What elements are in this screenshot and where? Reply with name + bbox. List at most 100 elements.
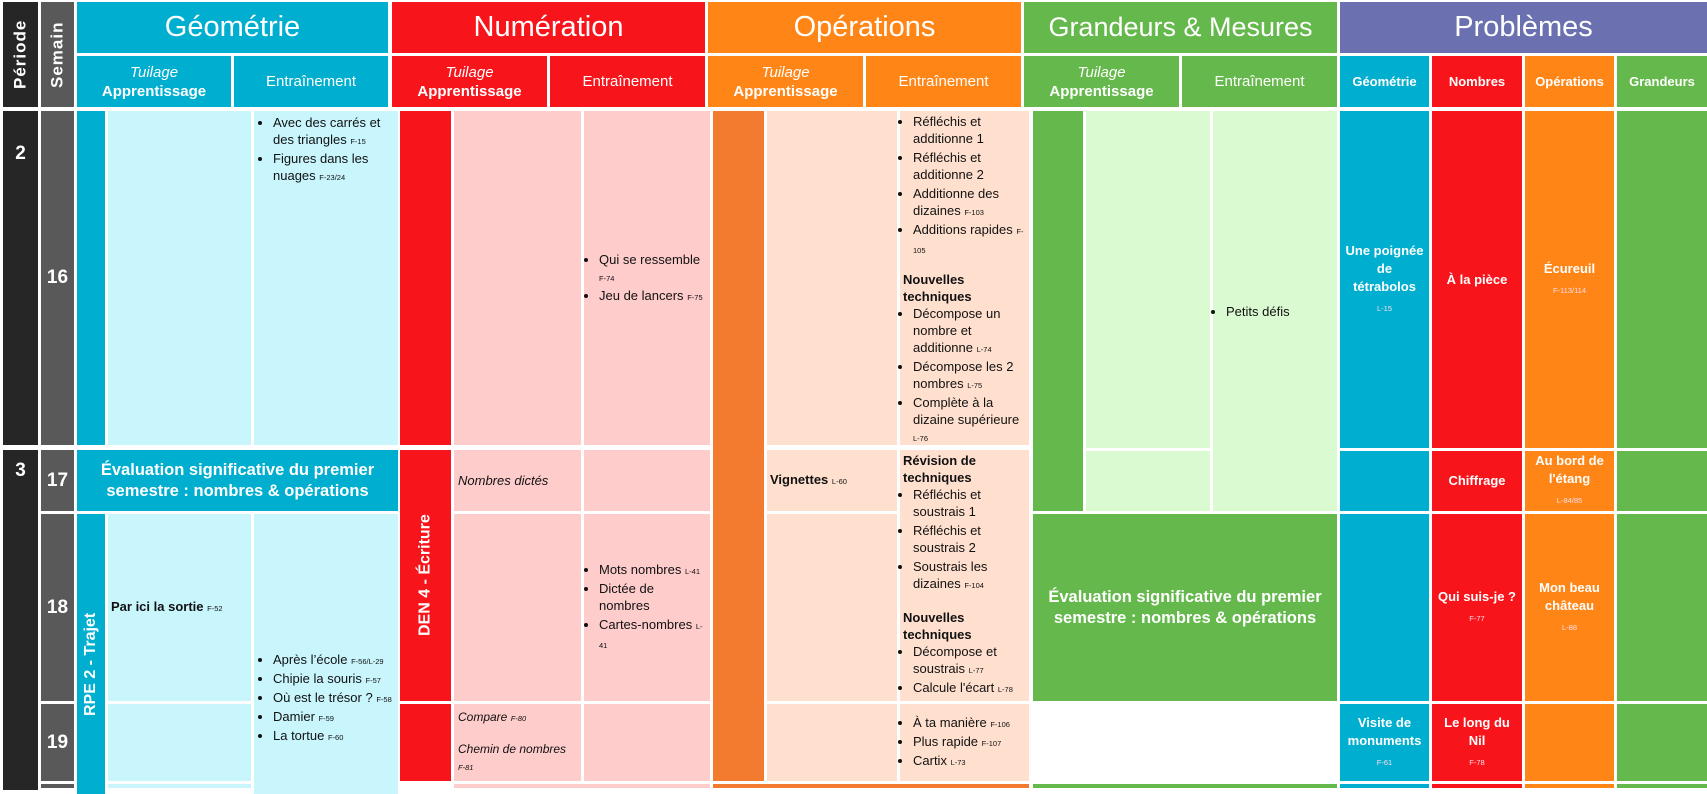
- activity-text: Après l’école: [273, 652, 348, 667]
- reference-code: F-105: [913, 227, 1024, 255]
- activity-list: À ta manière F-106 Plus rapide F-107 Car…: [903, 714, 1026, 771]
- domain-title: Numération: [473, 11, 624, 43]
- op-entrainement-w19: À ta manière F-106 Plus rapide F-107 Car…: [900, 704, 1029, 781]
- op-tuilage-w16: [767, 111, 897, 445]
- activity-list: Réfléchis et soustrais 1 Réfléchis et so…: [903, 486, 1026, 594]
- entrainement-label: Entraînement: [898, 73, 989, 90]
- period-number: 2: [15, 143, 26, 164]
- activity-item: Décompose les 2 nombres L-75: [913, 358, 1026, 394]
- num-module-den4: DEN 4 - Écriture: [400, 450, 451, 701]
- activity-text: Dictée de nombres: [599, 581, 654, 613]
- activity-text: À la pièce: [1446, 271, 1508, 287]
- op-tuilage-w19: [767, 704, 897, 781]
- activity-list: Réfléchis et additionne 1 Réfléchis et a…: [903, 113, 1026, 259]
- activity-text: Décompose et soustrais: [913, 644, 997, 676]
- reference-code: L-74: [976, 345, 992, 354]
- header-numeration: Numération: [392, 2, 705, 53]
- reference-code: L-41: [599, 622, 703, 650]
- activity-item: Réfléchis et additionne 1: [913, 113, 1026, 149]
- section-heading: Révision de techniques: [903, 453, 976, 485]
- op-entrainement-w16: Réfléchis et additionne 1 Réfléchis et a…: [900, 111, 1029, 445]
- prob-grandeurs-w17: [1617, 451, 1707, 511]
- module-label: RPE 2 - Trajet: [82, 612, 99, 716]
- prob-nombres-w17: Chiffrage: [1432, 451, 1522, 511]
- prob-col-label: Opérations: [1535, 74, 1604, 89]
- activity-text: Chemin de nombres: [458, 742, 567, 756]
- domain-title: Grandeurs & Mesures: [1048, 12, 1313, 42]
- activity-item: Complète à la dizaine supérieure L-76: [913, 394, 1026, 447]
- activity-item: Décompose et soustrais L-77: [913, 643, 1026, 679]
- prob-grandeurs-w16: [1617, 111, 1707, 448]
- prob-col-label: Géométrie: [1352, 74, 1417, 89]
- week-number: 18: [46, 596, 69, 618]
- section-heading: Nouvelles techniques: [903, 272, 972, 304]
- activity-text: Additions rapides: [913, 222, 1013, 237]
- entrainement-label: Entraînement: [265, 73, 357, 90]
- tuilage-label: Tuilage: [445, 63, 494, 81]
- activity-text: Réfléchis et additionne 2: [913, 150, 984, 182]
- reference-code: F-106: [990, 720, 1010, 729]
- op-cell-w20: [713, 784, 1029, 788]
- activity-list: Petits défis: [1216, 303, 1334, 320]
- activity-list: Après l’école F-56/L-29 Chipie la souris…: [258, 651, 394, 746]
- subheader-geo-entrainement: Entraînement: [234, 56, 388, 107]
- activity-text: Décompose les 2 nombres: [913, 359, 1014, 391]
- activity-item: Plus rapide F-107: [913, 733, 1026, 752]
- reference-code: L-73: [950, 758, 966, 767]
- prob-grandeurs-w19: [1617, 704, 1707, 781]
- subheader-op-entrainement: Entraînement: [866, 56, 1021, 107]
- activity-item: La tortue F-60: [273, 727, 394, 746]
- geo-evaluation: Évaluation significative du premier seme…: [77, 450, 398, 511]
- activity-item: Dictée de nombres: [599, 580, 707, 616]
- entrainement-label: Entraînement: [582, 73, 673, 90]
- reference-code: L-77: [968, 666, 984, 675]
- activity-text: Compare: [458, 710, 508, 724]
- subheader-prob-grandeurs: Grandeurs: [1617, 56, 1707, 107]
- activity-text: Le long du Nil: [1444, 714, 1510, 748]
- activity-text: Soustrais les dizaines: [913, 559, 988, 591]
- tuilage-label: Tuilage: [1077, 63, 1126, 81]
- activity-list: Décompose et soustrais L-77 Calcule l'éc…: [903, 643, 1026, 698]
- activity-text: Cartix: [913, 753, 947, 768]
- activity-text: Plus rapide: [913, 734, 979, 749]
- apprentissage-label: Apprentissage: [733, 82, 838, 100]
- reference-code: F-75: [687, 292, 703, 302]
- activity-item: Où est le trésor ? F-58: [273, 689, 394, 708]
- prob-geometrie-w18: [1340, 514, 1429, 701]
- reference-code: F-60: [327, 733, 344, 742]
- reference-code: F-61: [1376, 757, 1393, 767]
- activity-item: Additions rapides F-105: [913, 221, 1026, 259]
- week-cell: 16: [41, 111, 74, 445]
- week-cell: [41, 784, 74, 788]
- reference-code: F-58: [376, 695, 392, 704]
- gm-evaluation: Évaluation significative du premier seme…: [1033, 514, 1337, 701]
- week-number: 17: [46, 469, 69, 491]
- gm-module-band: [1033, 111, 1083, 511]
- activity-text: Où est le trésor ?: [273, 690, 373, 705]
- subheader-prob-nombres: Nombres: [1432, 56, 1522, 107]
- domain-title: Problèmes: [1454, 11, 1593, 43]
- prob-col-label: Grandeurs: [1629, 74, 1695, 89]
- subheader-gm-entrainement: Entraînement: [1182, 56, 1337, 107]
- activity-list: Qui se ressemble F-74 Jeu de lancers F-7…: [587, 251, 707, 306]
- prob-nombres-w16: À la pièce: [1432, 111, 1522, 448]
- week-cell: 19: [41, 704, 74, 781]
- activity-item: Additionne des dizaines F-103: [913, 185, 1026, 221]
- activity-text: Qui se ressemble: [599, 251, 701, 267]
- tuilage-label: Tuilage: [761, 63, 810, 81]
- prob-cell-w20: [1340, 784, 1429, 788]
- prob-grandeurs-w18: [1617, 514, 1707, 701]
- reference-code: F-56/L-29: [351, 657, 384, 666]
- activity-text: Additionne des dizaines: [913, 186, 1000, 218]
- activity-item: Après l’école F-56/L-29: [273, 651, 394, 670]
- activity-text: Visite de monuments: [1347, 714, 1422, 748]
- op-module-band: [713, 111, 764, 781]
- activity-text: La tortue: [273, 728, 325, 743]
- domain-title: Opérations: [793, 11, 936, 43]
